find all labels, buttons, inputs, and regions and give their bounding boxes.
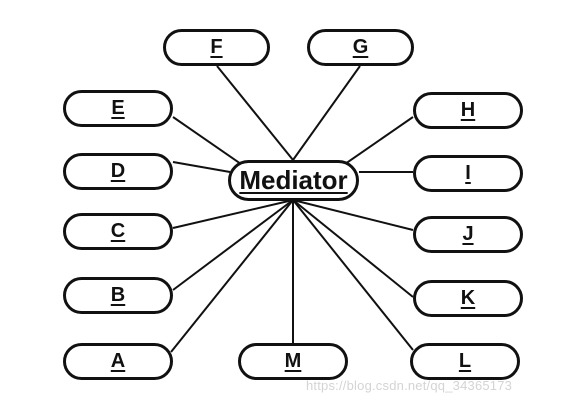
edge-mediator-k: [292, 199, 414, 298]
edge-mediator-l: [292, 199, 414, 351]
node-a[interactable]: A: [63, 343, 173, 380]
watermark-text: https://blog.csdn.net/qq_34365173: [306, 378, 513, 393]
edge-mediator-f: [216, 65, 294, 161]
node-m[interactable]: M: [238, 343, 348, 380]
node-c[interactable]: C: [63, 213, 173, 250]
edge-mediator-a: [170, 199, 294, 353]
node-f[interactable]: F: [163, 29, 270, 66]
edge-mediator-c: [172, 199, 294, 229]
node-mediator[interactable]: Mediator: [228, 160, 359, 201]
node-h[interactable]: H: [413, 92, 523, 129]
node-g[interactable]: G: [307, 29, 414, 66]
node-j[interactable]: J: [413, 216, 523, 253]
node-l[interactable]: L: [410, 343, 520, 380]
edge-mediator-j: [292, 199, 414, 231]
node-i[interactable]: I: [413, 155, 523, 192]
node-d[interactable]: D: [63, 153, 173, 190]
edge-mediator-d: [172, 161, 231, 173]
edge-mediator-g: [292, 65, 361, 161]
node-b[interactable]: B: [63, 277, 173, 314]
node-k[interactable]: K: [413, 280, 523, 317]
edge-mediator-b: [172, 199, 294, 291]
node-e[interactable]: E: [63, 90, 173, 127]
